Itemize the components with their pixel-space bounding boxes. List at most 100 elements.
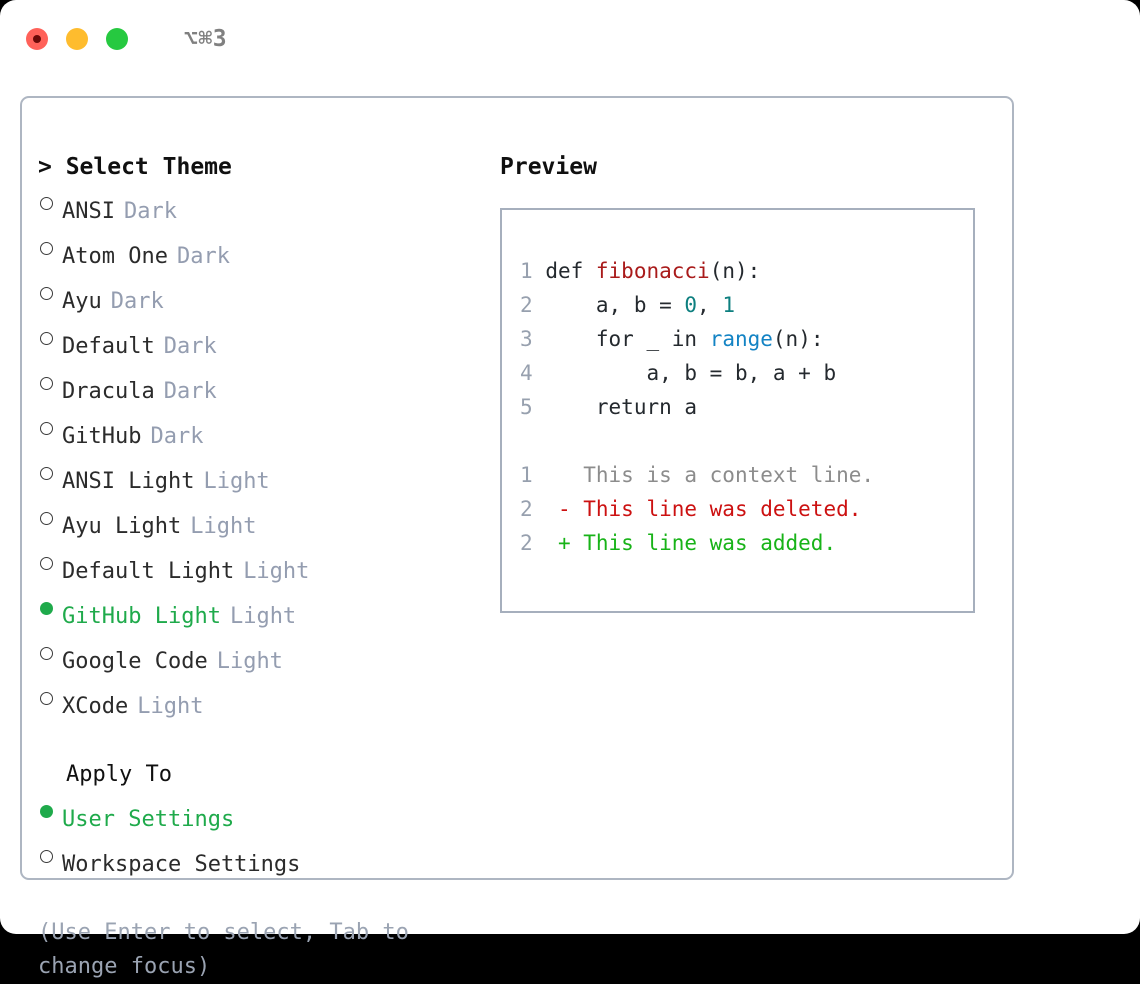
theme-option-github[interactable]: GitHub Dark bbox=[38, 409, 468, 454]
code-line: 5 return a bbox=[520, 390, 973, 424]
theme-option-ayu-light[interactable]: Ayu Light Light bbox=[38, 499, 468, 544]
diff-sample-block: 1 This is a context line. 2 - This line w… bbox=[520, 458, 973, 560]
theme-option-default-light[interactable]: Default Light Light bbox=[38, 544, 468, 589]
apply-to-option-label: Workspace Settings bbox=[62, 852, 301, 877]
theme-variant-tag: Light bbox=[229, 604, 297, 629]
code-gutter-space bbox=[533, 293, 546, 317]
theme-option-label: Ayu Light bbox=[62, 514, 182, 539]
code-token: for _ in bbox=[545, 327, 710, 351]
diff-marker: - bbox=[532, 497, 584, 521]
theme-option-default[interactable]: Default Dark bbox=[38, 319, 468, 364]
theme-option-xcode[interactable]: XCode Light bbox=[38, 679, 468, 724]
theme-option-label: Dracula bbox=[62, 379, 155, 404]
theme-variant-tag: Light bbox=[137, 694, 204, 719]
radio-unselected-icon bbox=[38, 184, 62, 218]
code-line: 4 a, b = b, a + b bbox=[520, 356, 973, 390]
minimize-button-icon[interactable] bbox=[66, 28, 88, 50]
theme-option-label: ANSI Light bbox=[62, 469, 195, 494]
apply-to-option-workspace-settings[interactable]: Workspace Settings bbox=[38, 837, 468, 882]
code-line: 2 a, b = 0, 1 bbox=[520, 288, 973, 322]
theme-option-label: GitHub Light bbox=[62, 604, 221, 629]
window-controls bbox=[26, 28, 128, 50]
radio-unselected-icon bbox=[38, 229, 62, 263]
theme-variant-tag: Dark bbox=[150, 424, 204, 449]
code-token: def bbox=[545, 259, 596, 283]
code-token: 1 bbox=[722, 293, 735, 317]
code-token: (n): bbox=[772, 327, 824, 351]
radio-unselected-icon bbox=[38, 454, 62, 488]
diff-line-number: 1 bbox=[520, 463, 533, 487]
theme-option-label: GitHub bbox=[62, 424, 142, 449]
theme-option-github-light[interactable]: GitHub Light Light bbox=[38, 589, 468, 634]
theme-option-label: Ayu bbox=[62, 289, 102, 314]
diff-text: This is a context line. bbox=[583, 463, 875, 487]
radio-unselected-icon bbox=[38, 364, 62, 398]
radio-unselected-icon bbox=[38, 409, 62, 443]
theme-option-ayu[interactable]: Ayu Dark bbox=[38, 274, 468, 319]
theme-variant-tag: Dark bbox=[110, 289, 164, 314]
code-line: 3 for _ in range(n): bbox=[520, 322, 973, 356]
theme-option-label: Default Light bbox=[62, 559, 235, 584]
code-token: range bbox=[709, 327, 773, 351]
theme-option-ansi-light[interactable]: ANSI Light Light bbox=[38, 454, 468, 499]
theme-option-dracula[interactable]: Dracula Dark bbox=[38, 364, 468, 409]
theme-variant-tag: Light bbox=[243, 559, 310, 584]
radio-selected-icon bbox=[38, 792, 62, 826]
code-gutter-space bbox=[533, 327, 546, 351]
radio-unselected-icon bbox=[38, 319, 62, 353]
theme-variant-tag: Light bbox=[216, 649, 283, 674]
theme-variant-tag: Dark bbox=[123, 199, 177, 224]
theme-option-label: Default bbox=[62, 334, 155, 359]
theme-variant-tag: Light bbox=[203, 469, 270, 494]
close-button-icon[interactable] bbox=[26, 28, 48, 50]
preview-column: Preview 1 def fibonacci(n):2 a, b = 0, 1… bbox=[500, 150, 990, 613]
radio-unselected-icon bbox=[38, 679, 62, 713]
code-token: return a bbox=[545, 395, 698, 419]
preview-header: Preview bbox=[500, 154, 597, 180]
code-gutter-space bbox=[533, 361, 546, 385]
radio-selected-icon bbox=[38, 589, 62, 623]
code-line-number: 5 bbox=[520, 395, 533, 419]
theme-option-label: Atom One bbox=[62, 244, 168, 269]
theme-variant-tag: Light bbox=[190, 514, 257, 539]
apply-to-option-user-settings[interactable]: User Settings bbox=[38, 792, 468, 837]
code-token: 0 bbox=[684, 293, 698, 317]
select-theme-header: > Select Theme bbox=[38, 154, 232, 180]
code-token: , bbox=[697, 293, 723, 317]
diff-marker bbox=[533, 463, 584, 487]
theme-option-label: ANSI bbox=[62, 199, 115, 224]
code-diff-separator bbox=[520, 424, 973, 458]
diff-line-number: 2 bbox=[520, 497, 533, 521]
radio-unselected-icon bbox=[38, 544, 62, 578]
diff-text: This line was added. bbox=[583, 531, 837, 555]
hint-spacer bbox=[38, 882, 468, 916]
code-gutter-space bbox=[533, 259, 546, 283]
theme-option-label: XCode bbox=[62, 694, 129, 719]
keyboard-hint-text: (Use Enter to select, Tab to change focu… bbox=[38, 920, 423, 979]
theme-variant-tag: Dark bbox=[163, 334, 217, 359]
diff-text: This line was deleted. bbox=[583, 497, 862, 521]
theme-variant-tag: Dark bbox=[176, 244, 230, 269]
theme-option-atom-one[interactable]: Atom One Dark bbox=[38, 229, 468, 274]
radio-unselected-icon bbox=[38, 499, 62, 533]
code-line-number: 2 bbox=[520, 293, 533, 317]
code-line: 1 def fibonacci(n): bbox=[520, 254, 973, 288]
code-token: a, b = b, a + b bbox=[545, 361, 837, 385]
list-spacer bbox=[38, 724, 468, 758]
diff-line-number: 2 bbox=[520, 531, 533, 555]
theme-option-ansi[interactable]: ANSI Dark bbox=[38, 184, 468, 229]
radio-unselected-icon bbox=[38, 837, 62, 871]
code-line-number: 4 bbox=[520, 361, 533, 385]
diff-marker: + bbox=[532, 531, 584, 555]
theme-option-google-code[interactable]: Google Code Light bbox=[38, 634, 468, 679]
code-token: (n): bbox=[709, 259, 761, 283]
theme-variant-tag: Dark bbox=[163, 379, 217, 404]
theme-option-label: Google Code bbox=[62, 649, 208, 674]
keyboard-shortcut-label: ⌥⌘3 bbox=[184, 26, 228, 52]
maximize-button-icon[interactable] bbox=[106, 28, 128, 50]
